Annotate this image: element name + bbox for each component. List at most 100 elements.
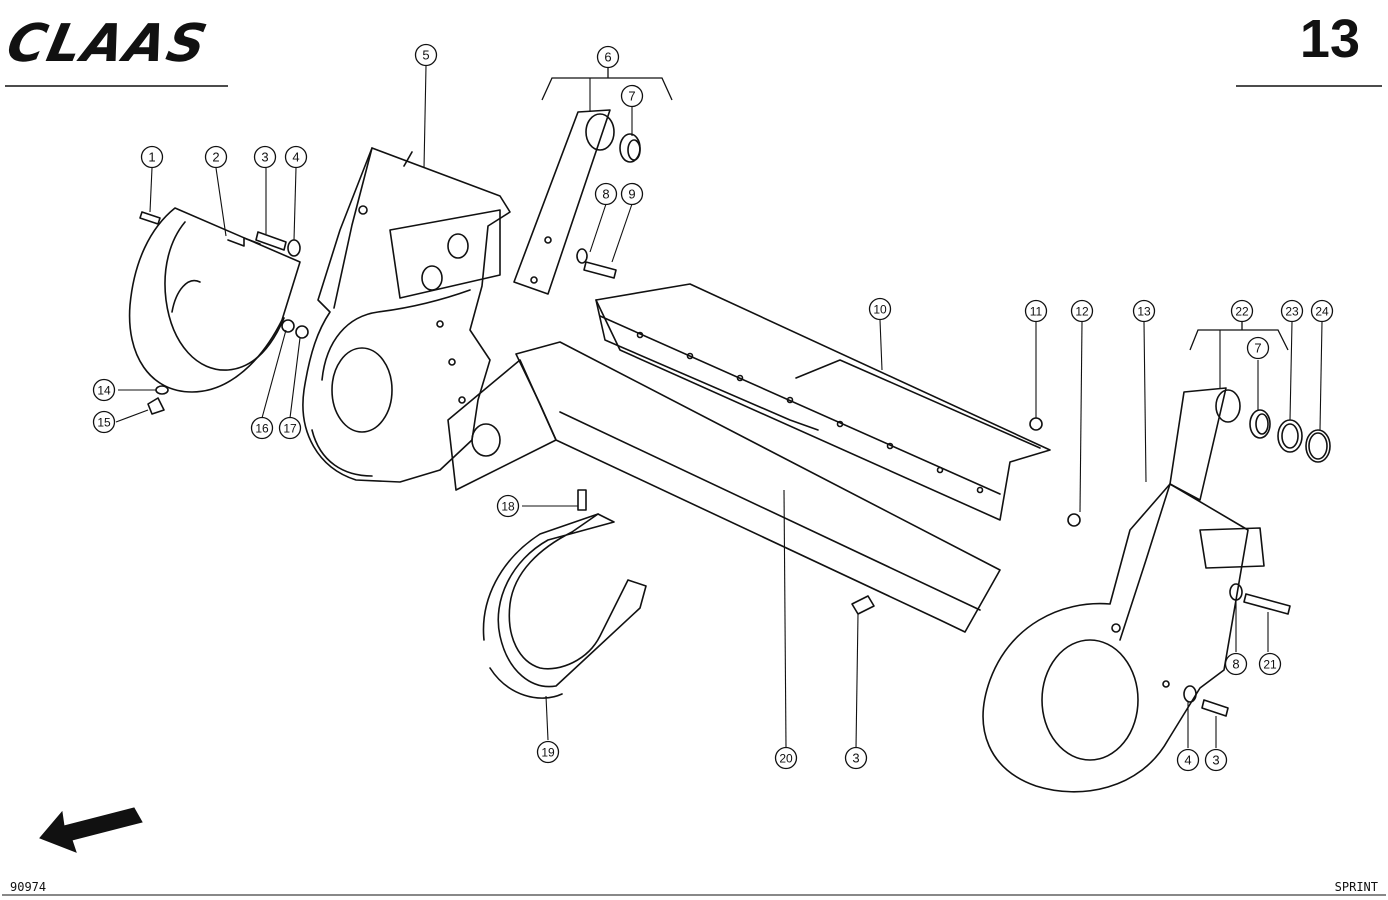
callout-circle <box>594 182 618 206</box>
callout-circle <box>1280 299 1304 323</box>
callout-label: 3 <box>852 751 859 766</box>
callout-label: 10 <box>873 303 887 317</box>
callout-label: 15 <box>97 416 111 430</box>
callout-6: 6 <box>596 45 620 69</box>
callout-circle <box>844 746 868 770</box>
part-12-nut <box>1067 513 1081 527</box>
callout-circle <box>1024 299 1048 323</box>
callout-circle <box>496 494 520 518</box>
callout-18: 18 <box>496 494 520 518</box>
callout-label: 18 <box>501 500 515 514</box>
callout-label: 4 <box>292 150 299 165</box>
callout-label: 21 <box>1263 658 1277 672</box>
callout-3: 3 <box>253 145 277 169</box>
callout-circle <box>92 378 116 402</box>
callout-label: 5 <box>422 48 429 63</box>
callout-13: 13 <box>1132 299 1156 323</box>
callout-5: 5 <box>414 43 438 67</box>
part-3-bolt-right <box>1183 685 1229 717</box>
callout-1: 1 <box>140 145 164 169</box>
callout-circle <box>868 297 892 321</box>
callout-label: 7 <box>1254 341 1261 356</box>
callout-21: 21 <box>1258 652 1282 676</box>
drawing-number: 90974 <box>10 880 47 894</box>
callout-label: 24 <box>1315 305 1329 319</box>
callout-23: 23 <box>1280 299 1304 323</box>
callout-label: 16 <box>255 422 269 436</box>
leader-lines <box>115 65 1323 749</box>
callout-circle <box>92 410 116 434</box>
callout-label: 8 <box>1232 657 1239 672</box>
callout-circle <box>536 740 560 764</box>
callout-2: 2 <box>204 145 228 169</box>
callout-label: 2 <box>212 150 219 165</box>
callout-7: 7 <box>620 84 644 108</box>
part-11-nut <box>1029 417 1043 431</box>
callout-9: 9 <box>620 182 644 206</box>
callout-4: 4 <box>1176 748 1200 772</box>
callout-circle <box>1258 652 1282 676</box>
callout-circle <box>620 182 644 206</box>
callout-label: 6 <box>604 50 611 65</box>
callout-15: 15 <box>92 410 116 434</box>
callout-4: 4 <box>284 145 308 169</box>
part-9-bolt <box>576 248 617 279</box>
callout-circle <box>204 145 228 169</box>
callout-circle <box>1132 299 1156 323</box>
group-bracket-22 <box>1189 322 1289 351</box>
part-7-bushing-right <box>1249 409 1271 439</box>
callout-7: 7 <box>1246 336 1270 360</box>
callout-circle <box>250 416 274 440</box>
part-7-bushing <box>619 133 641 163</box>
callout-circle <box>1246 336 1270 360</box>
callout-12: 12 <box>1070 299 1094 323</box>
callout-label: 9 <box>628 187 635 202</box>
callout-circle <box>1176 748 1200 772</box>
callout-circle <box>278 416 302 440</box>
callout-8: 8 <box>594 182 618 206</box>
model-name: SPRINT <box>1334 880 1378 894</box>
callout-3: 3 <box>844 746 868 770</box>
part-23-seal <box>1277 419 1303 453</box>
callout-24: 24 <box>1310 299 1334 323</box>
callout-circle <box>253 145 277 169</box>
callout-circle <box>1070 299 1094 323</box>
callout-label: 13 <box>1137 305 1151 319</box>
callout-circle <box>596 45 620 69</box>
callout-14: 14 <box>92 378 116 402</box>
callout-16: 16 <box>250 416 274 440</box>
part-6-bracket-arm <box>513 109 615 295</box>
callout-label: 3 <box>1212 753 1219 768</box>
callout-circle <box>1204 748 1228 772</box>
part-5-left-housing <box>302 147 511 483</box>
part-15-bolt <box>147 397 165 415</box>
part-20-knife-row <box>447 341 1001 633</box>
callout-label: 8 <box>602 187 609 202</box>
callout-label: 3 <box>261 150 268 165</box>
direction-arrow-icon <box>39 807 143 853</box>
callout-label: 14 <box>97 384 111 398</box>
callout-label: 1 <box>148 150 155 165</box>
callout-22: 22 <box>1230 299 1254 323</box>
callout-19: 19 <box>536 740 560 764</box>
callout-10: 10 <box>868 297 892 321</box>
part-18-bolt <box>577 489 587 511</box>
callout-circle <box>414 43 438 67</box>
callout-label: 11 <box>1030 305 1043 319</box>
callout-8: 8 <box>1224 652 1248 676</box>
part-13-right-housing <box>982 387 1265 793</box>
callout-circle <box>284 145 308 169</box>
part-24-circlip <box>1305 429 1331 463</box>
callout-circle <box>140 145 164 169</box>
callout-label: 4 <box>1184 753 1191 768</box>
part-19-strap-band <box>482 513 647 699</box>
callout-20: 20 <box>774 746 798 770</box>
callout-3: 3 <box>1204 748 1228 772</box>
callout-11: 11 <box>1024 299 1048 323</box>
callout-17: 17 <box>278 416 302 440</box>
callout-label: 20 <box>779 752 793 766</box>
part-10-trough-beam <box>595 283 1051 521</box>
part-16-nut <box>281 319 295 333</box>
